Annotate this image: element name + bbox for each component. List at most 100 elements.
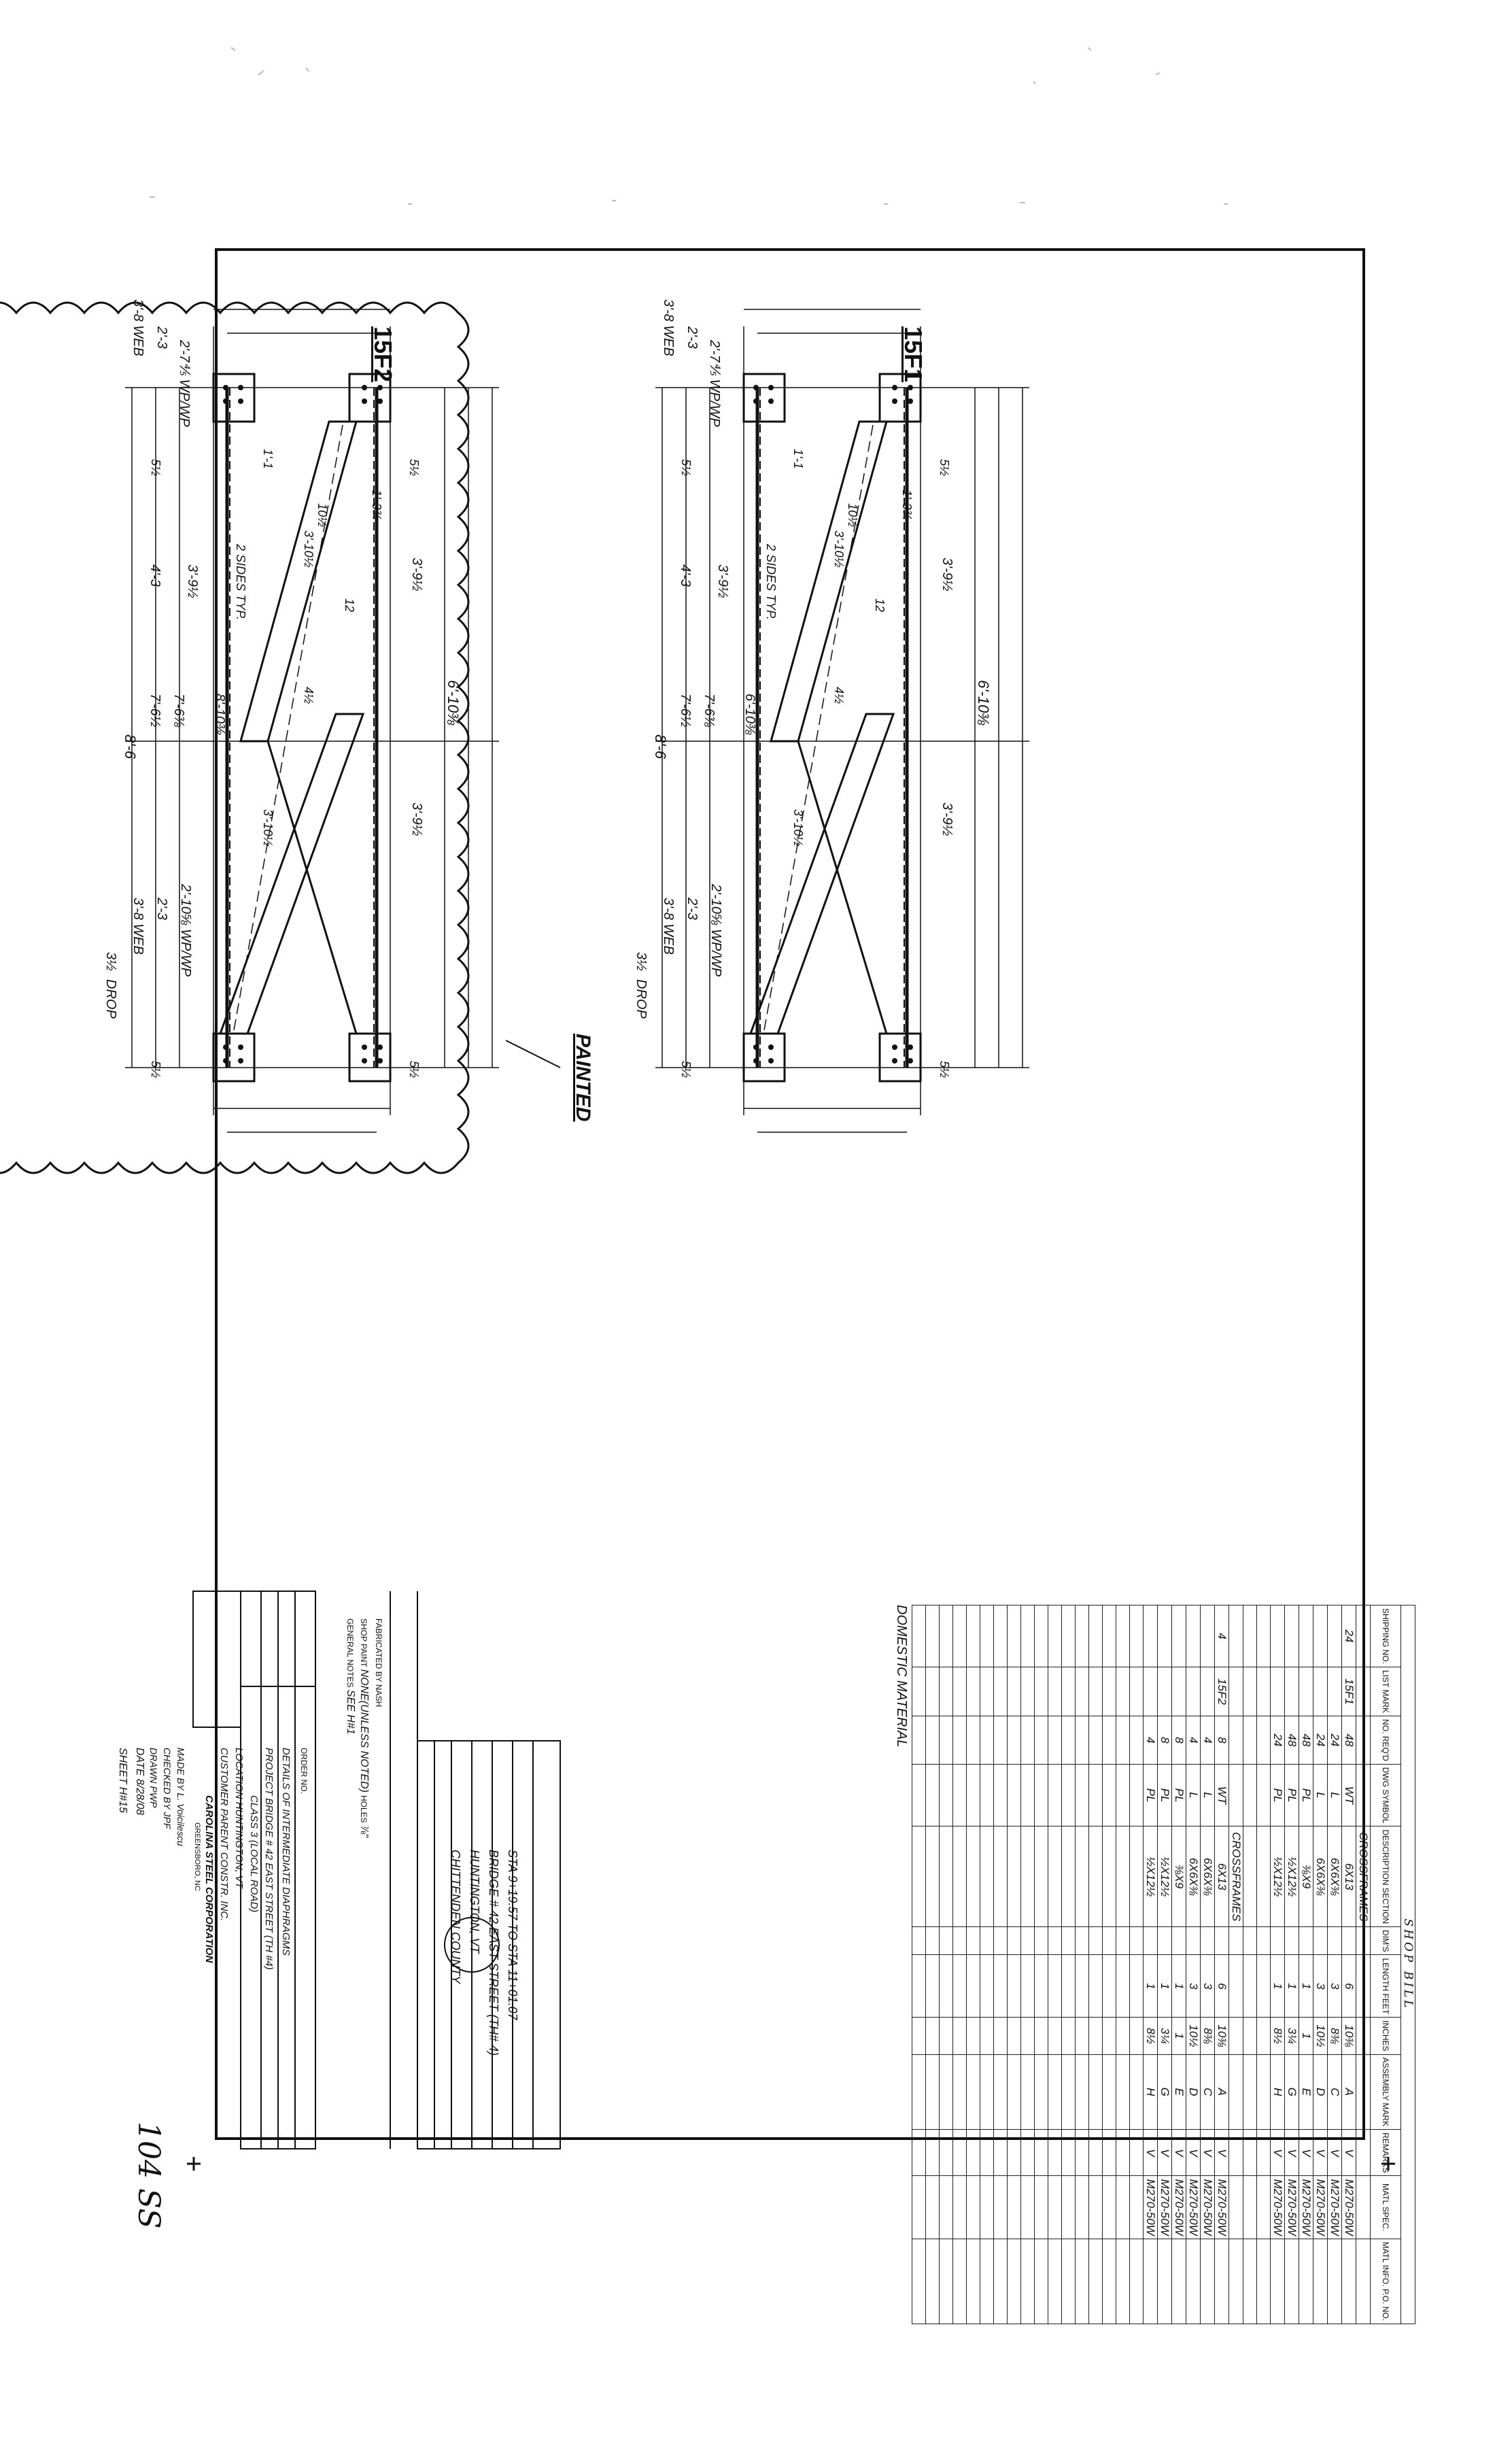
shop-bill-cell: [952, 1826, 967, 1927]
shop-bill-cell: [1171, 2239, 1186, 2324]
dim-drop-val-f1: 3½: [634, 952, 649, 971]
shop-bill-cell: [1007, 2054, 1021, 2130]
tb-town: HUNTINGTON, VT: [468, 1850, 481, 1954]
shop-bill-cell: [1143, 1926, 1158, 1955]
shop-bill-cell: [1007, 1764, 1021, 1826]
shop-bill-cell: CROSSFRAMES: [1228, 1826, 1243, 1927]
tb-project2: CLASS 3 (LOCAL ROAD): [248, 1795, 260, 1913]
shop-bill-cell: 1: [1299, 2017, 1313, 2054]
dim-bot-23-f1: 2'-3: [685, 898, 700, 920]
dim-l-edge-bot-f1: 5½: [938, 1061, 951, 1078]
shop-bill-cell: [1228, 1667, 1243, 1716]
shop-bill-cell: [1034, 1826, 1048, 1927]
tb-drawn-val: PWP: [148, 1786, 159, 1808]
shop-bill-cell: [1243, 1667, 1257, 1716]
shop-bill-cell: [966, 1954, 980, 2018]
tb-fabricated-by: NASH: [374, 1684, 383, 1707]
shop-bill-cell: 4: [1200, 1716, 1215, 1765]
shop-bill-cell: [1116, 1954, 1130, 2018]
shop-bill-cell: [1157, 1926, 1172, 1955]
shop-bill-cell: PL: [1157, 1764, 1172, 1826]
dim-mid-b: 8'-10⅜: [212, 694, 227, 735]
shop-bill-cell: [1327, 2239, 1342, 2324]
shop-bill-cell: [925, 1716, 940, 1765]
shop-bill-cell: [952, 1667, 967, 1716]
shop-bill-cell: [1007, 2175, 1021, 2239]
shop-bill-cell: [925, 1667, 940, 1716]
shop-bill-cell: [993, 2175, 1008, 2239]
shop-bill-cell: [1256, 1716, 1271, 1765]
shop-bill-cell: G: [1157, 2054, 1172, 2130]
shop-bill-cell: M270-50W: [1214, 2175, 1229, 2239]
dim-left-small: 1'-3¾: [370, 490, 383, 520]
shop-bill-cell: [1020, 2017, 1035, 2054]
shop-bill-cell: [980, 1954, 994, 2018]
shop-bill-cell: M270-50W: [1186, 2175, 1201, 2239]
shop-bill-cell: [1102, 1954, 1116, 2018]
shop-bill-cell: [1284, 2239, 1299, 2324]
shop-bill-cell: [1020, 1764, 1035, 1826]
shop-bill-cell: 3¼: [1157, 2017, 1172, 2054]
shop-bill-header-cell: SHIPPING NO.: [1370, 1605, 1401, 1667]
shop-bill-cell: 6X13: [1214, 1826, 1229, 1927]
shop-bill-row: [1061, 1605, 1076, 2324]
shop-bill-header-cell: LENGTH FEET: [1370, 1954, 1401, 2018]
shop-bill-cell: [1228, 1764, 1243, 1826]
shop-bill-cell: [980, 2175, 994, 2239]
shop-bill-cell: [1284, 1667, 1299, 1716]
shop-bill-cell: [1048, 2239, 1062, 2324]
shop-bill-cell: [1327, 1926, 1342, 1955]
tb-general-notes-label: GENERAL NOTES: [345, 1618, 355, 1688]
tb-shop-paint-val: NONE(UNLESS NOTED): [358, 1669, 370, 1793]
shop-bill-cell: [993, 1605, 1008, 1667]
shop-bill-cell: 6X6X⅜: [1200, 1826, 1215, 1927]
shop-bill-cell: [1075, 2239, 1089, 2324]
shop-bill-cell: [1061, 1826, 1076, 1927]
tb-holes: HOLES ⅞": [358, 1795, 370, 1838]
shop-bill-cell: [925, 1605, 940, 1667]
shop-bill-cell: [1007, 1716, 1021, 1765]
tb-location: LOCATION HUNTINGTON, VT: [233, 1748, 245, 1888]
shop-bill-cell: [1102, 1667, 1116, 1716]
shop-bill-cell: [952, 1954, 967, 2018]
shop-bill-cell: 1: [1270, 1954, 1285, 2018]
shop-bill-cell: [1356, 1954, 1371, 2018]
tb-location-val: HUNTINGTON, VT: [233, 1801, 245, 1888]
shop-bill-cell: C: [1327, 2054, 1342, 2130]
shop-bill-header-cell: MATL SPEC.: [1370, 2175, 1401, 2239]
shop-bill-cell: [1299, 1605, 1313, 1667]
shop-bill-cell: [1200, 1605, 1215, 1667]
shop-bill-cell: 8⅜: [1327, 2017, 1342, 2054]
shop-bill-cell: [912, 2175, 926, 2239]
shop-bill-cell: [1061, 1716, 1076, 1765]
shop-bill-cell: [1034, 2239, 1048, 2324]
shop-bill-cell: [1228, 2017, 1243, 2054]
shop-bill-cell: [1102, 2129, 1116, 2176]
shop-bill-cell: [1116, 2129, 1130, 2176]
shop-bill-cell: M270-50W: [1313, 2175, 1328, 2239]
dim-web-top: 3'-8 WEB: [131, 299, 145, 356]
shop-bill-cell: [1088, 1826, 1103, 1927]
shop-bill-cell: [1129, 1926, 1144, 1955]
shop-bill-cell: [925, 1764, 940, 1826]
dim-web-bot-f1: 3'-8 WEB: [661, 898, 676, 955]
shop-bill-header-cell: DWG SYMBOL: [1370, 1764, 1401, 1826]
dim-left-a-f1: 3'-9½: [940, 558, 955, 592]
shop-bill-cell: [1299, 2239, 1313, 2324]
shop-bill-cell: [1243, 2017, 1257, 2054]
shop-bill-cell: M270-50W: [1143, 2175, 1158, 2239]
shop-bill-cell: 1: [1299, 1954, 1313, 2018]
dim-lbl-12: 12: [343, 598, 356, 613]
shop-bill-cell: 10½: [1313, 2017, 1328, 2054]
shop-bill-cell: [952, 2054, 967, 2130]
shop-bill-cell: 24: [1270, 1716, 1285, 1765]
shop-bill-cell: L: [1200, 1764, 1215, 1826]
shop-bill-cell: [1020, 1667, 1035, 1716]
shop-bill-cell: 4: [1143, 1716, 1158, 1765]
dim-lbl-12-f1: 12: [873, 598, 887, 613]
